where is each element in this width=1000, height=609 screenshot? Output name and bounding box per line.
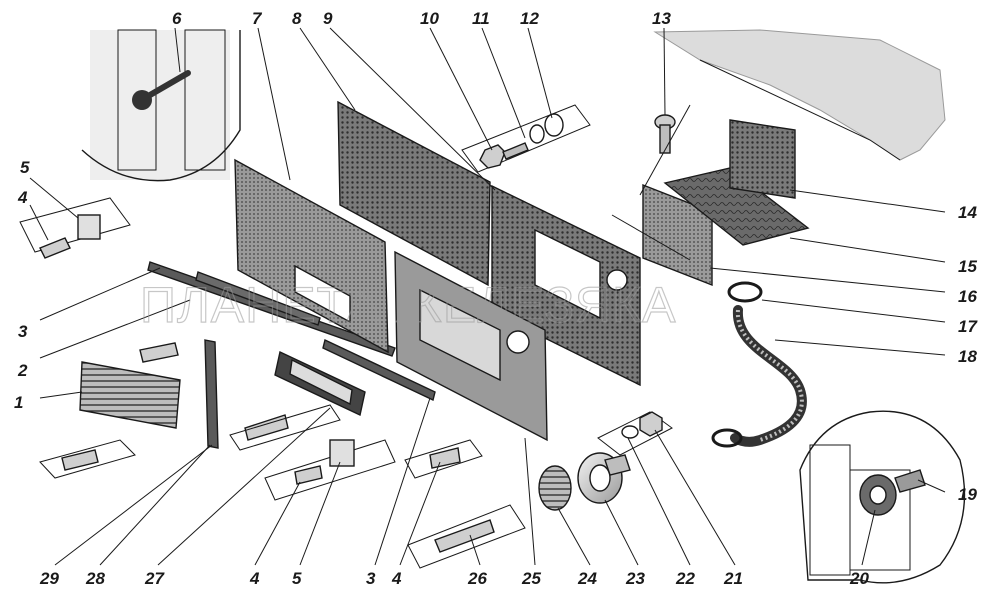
panel-16 (642, 183, 713, 287)
callout-22: 22 (675, 569, 695, 588)
panel-25-window (419, 288, 501, 382)
callout-2: 2 (17, 361, 28, 380)
callout-6: 6 (172, 9, 182, 28)
callout-16: 16 (958, 287, 977, 306)
callout-4-bottom-left: 4 (249, 569, 260, 588)
callout-14: 14 (958, 203, 977, 222)
watermark-text: ПЛАНЕТА ЖЕЛЕЗЯКА (140, 277, 676, 333)
bracket-icon (77, 214, 101, 240)
fastener-group-4-5 (19, 197, 131, 259)
callout-17: 17 (958, 317, 978, 336)
washer-icon (621, 425, 639, 439)
clamp-icon (711, 428, 743, 448)
callout-29: 29 (39, 569, 59, 588)
hose-17-18 (711, 281, 807, 448)
screw-set-left (39, 342, 341, 479)
callout-24: 24 (577, 569, 597, 588)
grille-1 (79, 361, 181, 429)
pad-14 (729, 119, 796, 199)
vent-24-23 (538, 452, 631, 511)
screw-13 (654, 114, 676, 154)
callout-19: 19 (958, 485, 977, 504)
callout-21: 21 (723, 569, 743, 588)
bar-28 (204, 339, 219, 449)
panel-9-window (534, 228, 601, 320)
callout-3-left: 3 (18, 322, 28, 341)
bolt-26 (407, 504, 526, 569)
callout-25: 25 (521, 569, 541, 588)
callout-1: 1 (14, 393, 23, 412)
callout-15: 15 (958, 257, 977, 276)
callout-23: 23 (625, 569, 645, 588)
washer-nut-22-21 (597, 411, 673, 456)
callout-8: 8 (292, 9, 302, 28)
callout-26: 26 (467, 569, 487, 588)
leader-lines (29, 27, 946, 566)
bar-3-lower (322, 339, 436, 401)
callout-13: 13 (652, 9, 671, 28)
frame-27-inner (289, 358, 353, 406)
callout-12: 12 (520, 9, 539, 28)
callout-9: 9 (323, 9, 333, 28)
callout-20: 20 (849, 569, 869, 588)
dashboard-shade (653, 29, 946, 161)
fastener-group-bottom (264, 439, 483, 501)
callout-18: 18 (958, 347, 977, 366)
board-15 (663, 167, 810, 246)
callout-4-top: 4 (17, 188, 28, 207)
callout-5-bottom: 5 (292, 569, 302, 588)
nut-icon (639, 411, 663, 437)
callout-7: 7 (252, 9, 263, 28)
bolt-icon (434, 519, 495, 553)
callout-11: 11 (472, 9, 490, 28)
callout-28: 28 (85, 569, 105, 588)
callout-4-bottom-right: 4 (391, 569, 402, 588)
callout-3-bottom: 3 (366, 569, 376, 588)
panel-7-window (294, 264, 351, 324)
callout-5-top: 5 (20, 158, 30, 177)
dashboard-edge (699, 59, 901, 161)
detail-view-19-20 (799, 410, 966, 584)
detail-view-6 (81, 29, 241, 182)
bolt-group-10-12 (461, 104, 591, 173)
strip-2 (195, 271, 321, 326)
panel-8 (337, 100, 491, 287)
callout-10: 10 (420, 9, 439, 28)
screw-icon (39, 237, 71, 259)
callout-labels: 6 5 4 3 2 1 7 8 9 10 11 12 13 14 15 16 1… (14, 9, 978, 588)
callout-27: 27 (144, 569, 165, 588)
